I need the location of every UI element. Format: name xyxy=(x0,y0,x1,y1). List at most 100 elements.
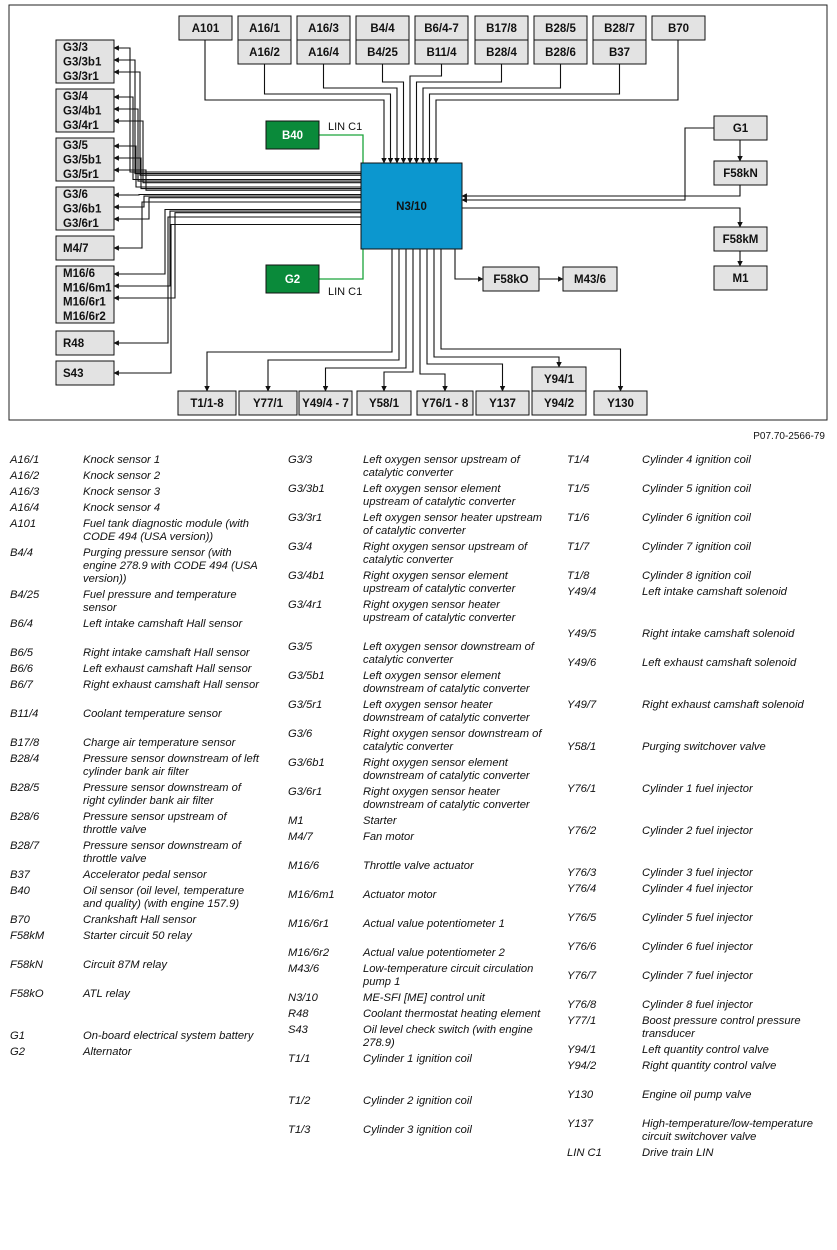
connector-line xyxy=(381,249,414,392)
legend-code: A101 xyxy=(10,518,37,530)
legend-description: Cylinder 1 fuel injector xyxy=(642,783,753,795)
legend-description: Knock sensor 3 xyxy=(83,486,161,498)
top-b17-8-label: B17/8 xyxy=(486,23,517,35)
top-b28-5-label: B28/5 xyxy=(545,23,576,35)
bottom-y130-box: Y130 xyxy=(593,390,648,416)
legend-description: Drive train LIN xyxy=(642,1147,714,1159)
legend-description: Crankshaft Hall sensor xyxy=(83,914,197,926)
top-b4-4-box: B4/4B4/25 xyxy=(355,15,410,65)
legend-code: G3/6 xyxy=(288,728,313,740)
green-b40-label: B40 xyxy=(282,130,303,142)
legend-code: B6/5 xyxy=(10,647,34,659)
left-r48-label: R48 xyxy=(63,338,85,350)
legend-description: Alternator xyxy=(83,1046,132,1058)
figure-reference: P07.70-2566-79 xyxy=(753,431,825,442)
bottom-y77-label: Y77/1 xyxy=(253,398,284,410)
connector-line xyxy=(113,216,361,346)
lin-bus-lines xyxy=(319,134,364,280)
legend-code: G1 xyxy=(10,1030,25,1042)
bottom-y137-rect xyxy=(475,390,530,416)
green-b40-box: B40 xyxy=(265,120,320,150)
legend-description: Cylinder 8 fuel injector xyxy=(642,999,753,1011)
legend-description: Right exhaust camshaft solenoid xyxy=(642,699,804,711)
bottom-t1-label: T1/1-8 xyxy=(190,398,224,410)
legend-description: Knock sensor 1 xyxy=(83,454,161,466)
legend-code: G3/6b1 xyxy=(288,757,325,769)
legend-description: Engine oil pump valve xyxy=(642,1089,752,1101)
legend-item: A16/1 Knock sensor 1 xyxy=(10,454,261,467)
legend-code: B11/4 xyxy=(10,708,39,720)
left-g3-4-label: G3/4r1 xyxy=(63,120,99,132)
right-f58kn-rect xyxy=(713,160,768,186)
legend-description: Right oxygen sensor downstream of cataly… xyxy=(363,728,542,753)
legend-description: Cylinder 3 ignition coil xyxy=(363,1124,472,1136)
left-m16-6-label: M16/6r2 xyxy=(63,311,106,323)
legend-code: B6/7 xyxy=(10,679,34,691)
legend-code: G3/5 xyxy=(288,641,313,653)
legend-code: B17/8 xyxy=(10,737,40,749)
connector-line xyxy=(426,249,506,392)
legend-code: B4/4 xyxy=(10,547,34,559)
bottom-y49-rect xyxy=(298,390,353,416)
left-g3-4-label: G3/4 xyxy=(63,91,89,103)
top-b28-7-label: B28/7 xyxy=(604,23,635,35)
legend-code: G3/6r1 xyxy=(288,786,323,798)
legend-description: Cylinder 1 ignition coil xyxy=(363,1053,472,1065)
top-b70-box: B70 xyxy=(651,15,706,41)
legend-description: Actuator motor xyxy=(363,889,437,901)
legend-description: Cylinder 7 ignition coil xyxy=(642,541,751,553)
bottom-y130-rect xyxy=(593,390,648,416)
legend-code: A16/1 xyxy=(10,454,40,466)
legend-code: Y49/5 xyxy=(567,628,597,640)
connector-line xyxy=(113,210,361,289)
right-m1-label: M1 xyxy=(733,273,750,285)
right-f58km-label: F58kM xyxy=(723,234,759,246)
legend-description: Right oxygen sensor element upstream of … xyxy=(363,570,516,595)
legend-code: M16/6r1 xyxy=(288,918,330,930)
connector-line xyxy=(381,64,407,164)
legend-code: Y94/2 xyxy=(567,1060,597,1072)
bottom-t1-rect xyxy=(177,390,237,416)
bottom-y49-label: Y49/4 - 7 xyxy=(302,398,349,410)
legend-description: Coolant temperature sensor xyxy=(83,708,222,720)
legend-code: M16/6m1 xyxy=(288,889,335,901)
legend-code: B6/6 xyxy=(10,663,34,675)
legend-code: F58kM xyxy=(10,930,45,942)
legend-description: Oil level check switch (with engine 278.… xyxy=(363,1024,533,1049)
legend-code: B40 xyxy=(10,885,30,897)
legend-code: T1/6 xyxy=(567,512,590,524)
left-r48-rect xyxy=(55,330,115,356)
legend-description: Pressure sensor downstream of throttle v… xyxy=(83,840,241,865)
legend-code: B28/6 xyxy=(10,811,40,823)
legend-description: Cylinder 8 ignition coil xyxy=(642,570,751,582)
green-g2-label: G2 xyxy=(285,274,300,286)
legend-description: Left oxygen sensor element upstream of c… xyxy=(363,483,516,508)
top-b6-4-label: B11/4 xyxy=(426,47,457,59)
